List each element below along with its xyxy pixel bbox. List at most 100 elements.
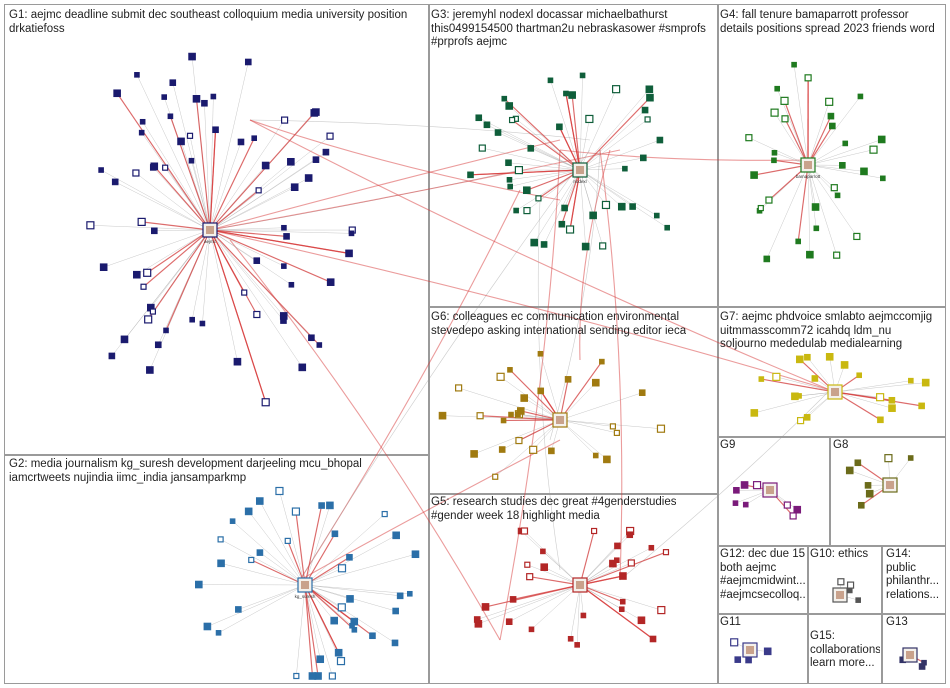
node-hub-g7-17[interactable]	[856, 372, 862, 379]
node-hub-kg-suresh-33[interactable]	[392, 531, 400, 540]
node-hub-nodexl-27[interactable]	[523, 186, 531, 195]
node-hub-aejmc-8[interactable]	[188, 157, 195, 164]
node-hub-g9-0[interactable]	[783, 501, 791, 509]
node-hub-aejmc-13[interactable]	[139, 118, 146, 125]
node-hub-g6-17[interactable]	[492, 473, 499, 480]
node-hub-kg-suresh-37[interactable]	[346, 595, 354, 603]
node-hub-aejmc-41[interactable]	[308, 334, 315, 342]
node-hub-g5-9[interactable]	[526, 573, 534, 581]
node-hub-nodexl-40[interactable]	[585, 114, 594, 124]
node-hub-g6-3[interactable]	[529, 445, 538, 454]
node-hub-g8-1[interactable]	[907, 455, 914, 461]
node-hub-g5-14[interactable]	[580, 612, 587, 619]
node-hub-g9-5[interactable]	[740, 481, 749, 489]
node-hub-aejmc-53[interactable]	[150, 162, 159, 171]
node-hub-g11-2[interactable]	[745, 656, 752, 664]
node-hub-kg-suresh-24[interactable]	[229, 518, 236, 524]
node-hub-g8-3[interactable]	[864, 482, 872, 489]
node-hub-aejmc-49[interactable]	[312, 108, 320, 116]
node-hub-g5-11[interactable]	[505, 618, 513, 625]
node-hub-g7-9[interactable]	[750, 409, 759, 417]
node-hub-nodexl-18[interactable]	[523, 206, 531, 215]
node-hub-aejmc-2[interactable]	[192, 95, 201, 103]
node-hub-nodexl-12[interactable]	[540, 241, 548, 248]
node-hub-g10-3[interactable]	[846, 581, 855, 589]
node-hub-g9-3[interactable]	[789, 512, 797, 520]
node-hub-kg-suresh-31[interactable]	[203, 622, 212, 631]
node-hub-kg-suresh-29[interactable]	[391, 639, 399, 647]
node-hub-nodexl-21[interactable]	[506, 176, 513, 183]
node-hub-g5-7[interactable]	[609, 559, 617, 568]
node-hub-g7-16[interactable]	[758, 376, 765, 382]
node-hub-kg-suresh-26[interactable]	[392, 607, 399, 615]
node-hub-g5-29[interactable]	[520, 527, 529, 535]
node-hub-bamaparrott-22[interactable]	[804, 74, 812, 82]
node-hub-nodexl-7[interactable]	[514, 166, 524, 175]
node-hub-g6-12[interactable]	[548, 447, 555, 455]
node-hub-bamaparrott-19[interactable]	[813, 225, 820, 232]
node-hub-kg-suresh-36[interactable]	[411, 550, 420, 559]
node-hub-nodexl-3[interactable]	[599, 242, 607, 250]
node-hub-g7-6[interactable]	[825, 353, 834, 361]
node-hub-aejmc-14[interactable]	[326, 132, 334, 140]
node-hub-g5-21[interactable]	[619, 572, 627, 580]
node-hub-kg-suresh-23[interactable]	[316, 655, 325, 664]
node-hub-g5-22[interactable]	[649, 635, 657, 643]
node-hub-nodexl-2[interactable]	[646, 93, 654, 102]
node-hub-bamaparrott-10[interactable]	[853, 232, 861, 241]
node-hub-g6-11[interactable]	[498, 446, 506, 453]
node-hub-g5-28[interactable]	[473, 616, 481, 623]
node-hub-aejmc-52[interactable]	[253, 257, 261, 264]
node-hub-aejmc-38[interactable]	[132, 169, 140, 177]
node-hub-kg-suresh-17[interactable]	[217, 559, 225, 568]
node-hub-g10-2[interactable]	[855, 597, 861, 603]
node-hub-kg-suresh-9[interactable]	[346, 554, 353, 561]
node-hub-g6-5[interactable]	[438, 411, 447, 420]
node-hub-bamaparrott-27[interactable]	[857, 93, 864, 100]
node-hub-g7-0[interactable]	[921, 378, 930, 387]
node-hub-aejmc-1[interactable]	[189, 316, 195, 323]
node-hub-aejmc-46[interactable]	[99, 263, 108, 272]
node-hub-nodexl-33[interactable]	[644, 116, 651, 123]
node-hub-kg-suresh-6[interactable]	[337, 564, 347, 573]
node-hub-nodexl-26[interactable]	[617, 202, 626, 211]
node-hub-bamaparrott-5[interactable]	[750, 171, 758, 179]
node-hub-nodexl-42[interactable]	[475, 114, 483, 122]
node-hub-aejmc-44[interactable]	[281, 224, 287, 231]
node-hub-g8-4[interactable]	[884, 454, 893, 463]
node-hub-nodexl-14[interactable]	[527, 145, 535, 152]
node-hub-bamaparrott-30[interactable]	[842, 140, 849, 147]
node-hub-kg-suresh-28[interactable]	[244, 507, 253, 516]
node-hub-g7-11[interactable]	[803, 414, 811, 421]
node-hub-g6-0[interactable]	[455, 384, 463, 392]
node-hub-g5-10[interactable]	[524, 561, 531, 568]
node-hub-aejmc-68[interactable]	[151, 227, 158, 235]
node-hub-aejmc-47[interactable]	[298, 363, 307, 372]
node-hub-g6-15[interactable]	[599, 358, 605, 365]
node-hub-aejmc-21[interactable]	[281, 263, 287, 269]
node-hub-nodexl-19[interactable]	[535, 195, 542, 202]
node-hub-kg-suresh-38[interactable]	[293, 672, 300, 680]
node-hub-aejmc-30[interactable]	[154, 341, 162, 349]
node-hub-nodexl-17[interactable]	[641, 106, 649, 114]
node-hub-aejmc-20[interactable]	[188, 52, 196, 61]
node-hub-bamaparrott-11[interactable]	[880, 175, 886, 182]
node-hub-g8-0[interactable]	[854, 459, 862, 467]
node-hub-kg-suresh-12[interactable]	[369, 632, 376, 640]
node-hub-nodexl-6[interactable]	[505, 159, 512, 167]
node-hub-aejmc-25[interactable]	[149, 308, 157, 315]
node-hub-nodexl-41[interactable]	[611, 85, 621, 94]
node-hub-g5-4[interactable]	[528, 626, 535, 633]
node-hub-aejmc-37[interactable]	[186, 132, 194, 139]
node-hub-nodexl-24[interactable]	[664, 224, 670, 231]
node-hub-nodexl-32[interactable]	[505, 102, 514, 110]
node-hub-g6-4[interactable]	[609, 423, 617, 430]
node-hub-aejmc-7[interactable]	[120, 335, 129, 344]
node-hub-aejmc-10[interactable]	[322, 148, 330, 156]
node-hub-bamaparrott-24[interactable]	[795, 238, 802, 245]
node-hub-g5-1[interactable]	[540, 563, 549, 571]
node-hub-g5-25[interactable]	[481, 603, 490, 611]
node-hub-nodexl-15[interactable]	[589, 211, 597, 220]
node-hub-nodexl-44[interactable]	[568, 91, 576, 99]
node-hub-aejmc-12[interactable]	[312, 156, 320, 163]
